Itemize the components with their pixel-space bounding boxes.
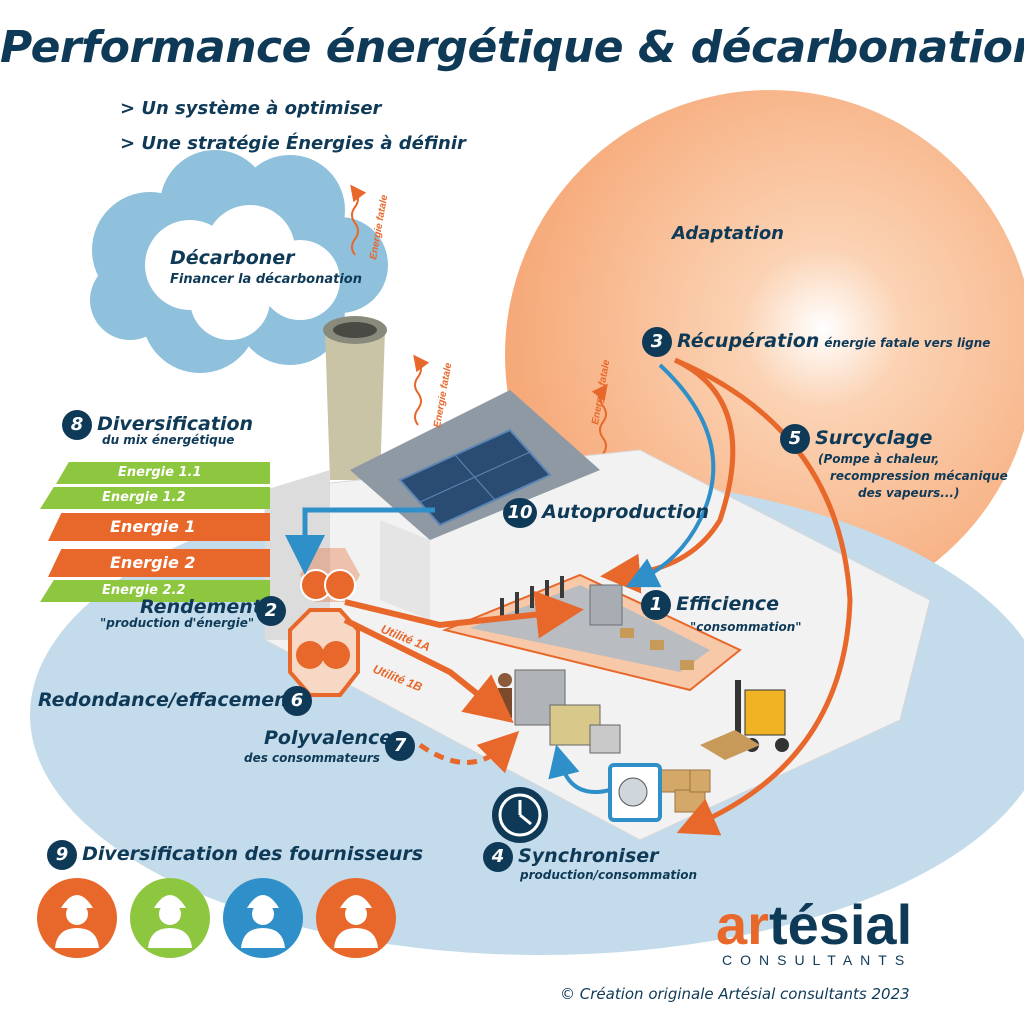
rendement-title: Rendement [140,596,262,618]
efficience-detail: "consommation" [690,620,802,634]
adaptation-label: Adaptation [672,223,784,244]
surcyclage-detail-3: des vapeurs...) [858,486,960,500]
polyvalence-title: Polyvalence [264,727,393,749]
supplier-worker-icon [37,878,117,958]
blue-recup-flow [625,363,716,588]
clock-icon [492,787,548,843]
diversification-item: 8 Diversification [62,410,253,440]
recuperation-title: Récupération [677,330,820,352]
supplier-worker-icon [223,878,303,958]
autoproduction-item: 10 Autoproduction [503,498,709,528]
page-title: Performance énergétique & décarbonation [0,22,1024,73]
badge-1: 1 [641,590,671,620]
artesial-logo: artésial [716,892,912,957]
supplier-worker-icon [316,878,396,958]
badge-7: 7 [385,731,415,761]
surcyclage-title: Surcyclage [815,427,933,449]
energy-band-1-1: Energie 1.1 [56,462,270,484]
synchroniser-detail: production/consommation [520,868,698,882]
copyright: © Création originale Artésial consultant… [560,985,910,1003]
subtitle-1: > Un système à optimiser [120,98,382,119]
diversification-title: Diversification [97,413,254,435]
logo-text-b: tésial [768,893,913,956]
logo-subtitle: CONSULTANTS [722,952,913,968]
supplier-worker-icon [130,878,210,958]
diversification-detail: du mix énergétique [102,433,235,447]
polyvalence-detail: des consommateurs [244,751,380,765]
utility-flows [343,590,584,723]
fournisseurs-item: 9 Diversification des fournisseurs [47,840,423,870]
badge-8: 8 [62,410,92,440]
subtitle-2: > Une stratégie Énergies à définir [120,133,466,154]
energy-band-1-2: Energie 1.2 [40,487,270,509]
badge-5: 5 [780,424,810,454]
cloud-subtitle: Financer la décarbonation [170,272,362,287]
chimney [325,330,385,480]
blue-heatpump-flow [548,744,611,794]
rendement-detail: "production d'énergie" [100,616,255,630]
efficience-item: 1 Efficience [641,590,779,620]
surcyclage-detail-2: recompression mécanique [830,469,1008,483]
badge-2: 2 [256,596,286,626]
worker-figure [498,673,512,718]
efficience-title: Efficience [676,593,780,615]
autoproduction-title: Autoproduction [542,501,710,523]
autoproduction-flow [285,507,435,575]
surcyclage-flow [674,357,853,836]
energy-mix-bands: Energie 1.1 Energie 1.2 Energie 1 Energi… [40,462,270,602]
fournisseurs-title: Diversification des fournisseurs [82,843,424,865]
cloud-title: Décarboner [170,247,295,269]
synchroniser-item: 4 Synchroniser [483,842,659,872]
energie-fatale-label-2: Energie fatale [432,362,454,429]
badge-6: 6 [282,686,312,716]
energy-band-2-2: Energie 2.2 [40,580,270,602]
surcyclage-item: 5 Surcyclage [780,424,932,454]
redondance-title: Redondance/effacement [38,689,297,711]
badge-3: 3 [642,327,672,357]
badge-9: 9 [47,840,77,870]
badge-10: 10 [503,498,537,528]
logo-text-a: ar [716,893,769,956]
recuperation-item: 3 Récupération énergie fatale vers ligne [642,327,990,357]
energy-band-2: Energie 2 [48,549,270,577]
badge-4: 4 [483,842,513,872]
surcyclage-detail-1: (Pompe à chaleur, [818,452,940,466]
recuperation-detail: énergie fatale vers ligne [824,336,991,350]
energie-fatale-label-1: Energie fatale [368,194,390,261]
energy-band-1: Energie 1 [48,513,270,541]
synchroniser-title: Synchroniser [518,845,659,867]
